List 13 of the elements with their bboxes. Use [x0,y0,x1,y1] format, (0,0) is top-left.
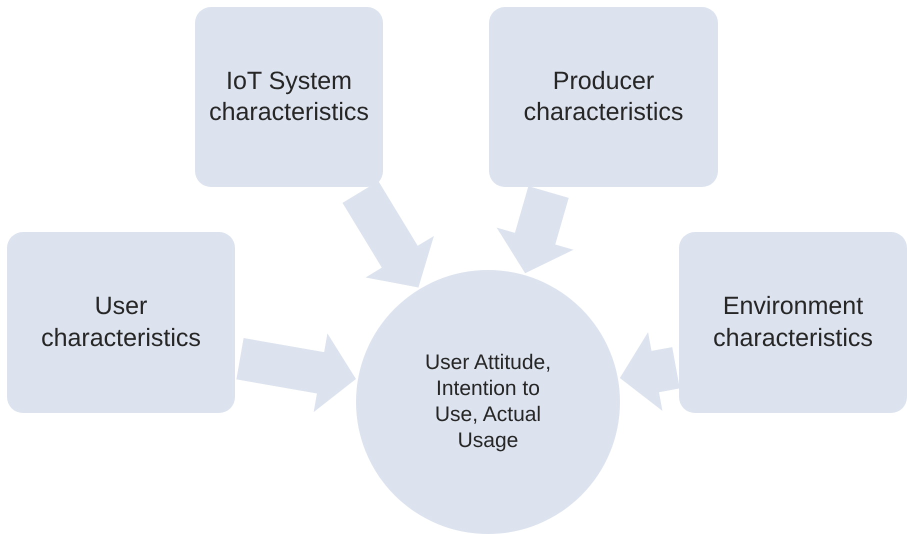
node-label: Producer characteristics [522,66,684,128]
node-label: Environment characteristics [712,291,874,354]
factor-box [679,232,907,413]
factor-box [7,232,235,413]
node-label: User characteristics [40,291,202,354]
block-arrow [620,332,680,411]
factor-box [195,7,383,187]
block-arrow [496,186,574,274]
node-label: IoT System characteristics [208,66,370,128]
block-arrow [236,333,356,412]
block-arrow [342,181,434,288]
node-label: User Attitude, Intention to Use, Actual Usage [424,350,552,454]
factor-box [489,7,718,187]
